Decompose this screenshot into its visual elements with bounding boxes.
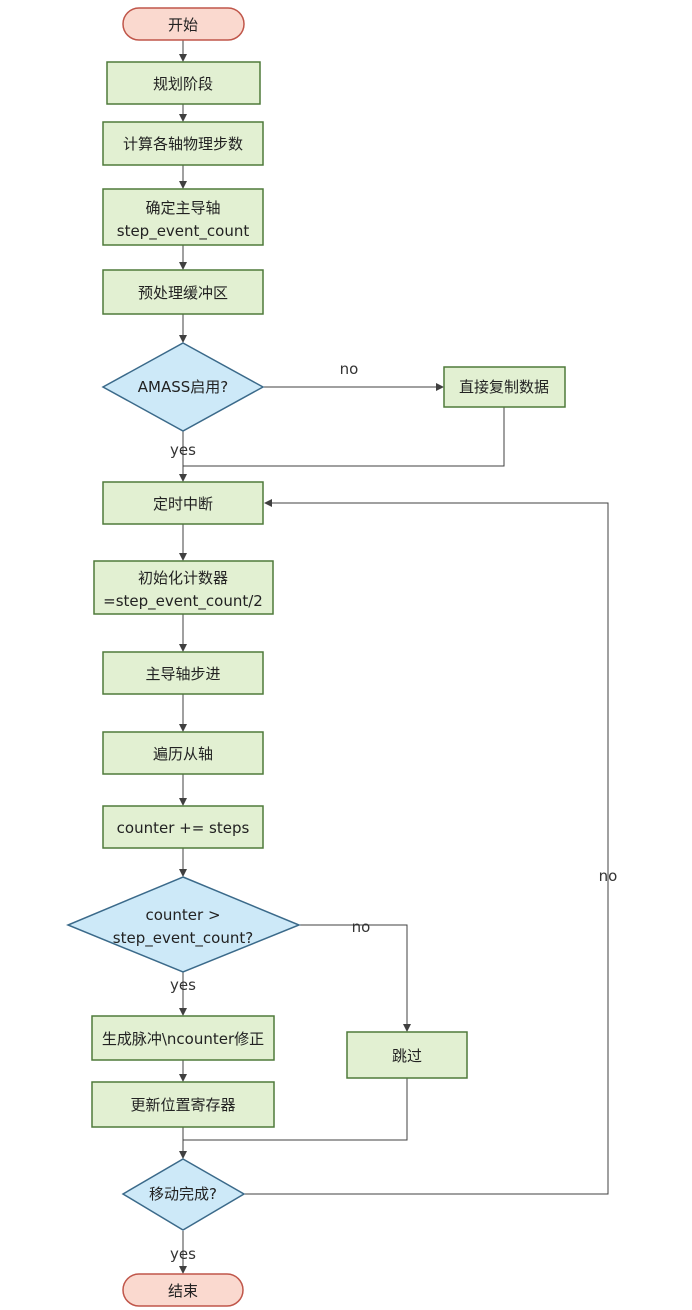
label-counter-yes: yes (170, 976, 196, 994)
node-counter-add-label: counter += steps (117, 819, 250, 837)
node-timer-isr: 定时中断 (102, 481, 264, 525)
node-amass-decision-label: AMASS启用? (138, 378, 228, 396)
node-preprocess: 预处理缓冲区 (102, 269, 264, 315)
label-amass-no: no (340, 360, 359, 378)
node-plan-label: 规划阶段 (153, 75, 213, 93)
node-end-label: 结束 (168, 1282, 198, 1300)
node-copy-direct: 直接复制数据 (443, 366, 566, 408)
label-done-yes: yes (170, 1245, 196, 1263)
edge-done-no-timer (244, 499, 609, 1195)
node-amass-decision: AMASS启用? (101, 342, 265, 432)
node-gen-pulse-label: 生成脉冲\ncounter修正 (102, 1030, 264, 1048)
node-calc-steps-label: 计算各轴物理步数 (123, 135, 243, 153)
node-plan: 规划阶段 (106, 61, 261, 105)
node-leader-axis-label-2: step_event_count (117, 222, 250, 241)
node-update-reg-label: 更新位置寄存器 (130, 1096, 235, 1114)
node-counter-decision: counter > step_event_count? (66, 876, 301, 973)
node-end: 结束 (122, 1273, 244, 1307)
label-done-no: no (599, 867, 618, 885)
edge-labels: no yes no yes no yes (170, 360, 617, 1263)
node-start-label: 开始 (168, 16, 198, 34)
node-leader-axis-label-1: 确定主导轴 (145, 199, 220, 217)
node-init-counter-label-1: 初始化计数器 (138, 569, 228, 587)
node-start: 开始 (122, 7, 245, 41)
node-iterate-slaves: 遍历从轴 (102, 731, 264, 775)
edges (179, 40, 609, 1274)
node-preprocess-label: 预处理缓冲区 (138, 284, 228, 302)
node-leader-axis: 确定主导轴 step_event_count (102, 188, 264, 246)
node-leader-step: 主导轴步进 (102, 651, 264, 695)
node-move-done: 移动完成? (121, 1158, 246, 1231)
node-counter-decision-label-2: step_event_count? (113, 929, 253, 948)
node-move-done-label: 移动完成? (149, 1185, 217, 1203)
node-init-counter-label-2: =step_event_count/2 (103, 592, 263, 611)
node-counter-decision-label-1: counter > (145, 906, 220, 924)
nodes: 开始 规划阶段 计算各轴物理步数 确定主导轴 step_event_count … (66, 7, 566, 1307)
node-skip-label: 跳过 (392, 1047, 422, 1065)
node-copy-direct-label: 直接复制数据 (459, 378, 549, 396)
node-gen-pulse: 生成脉冲\ncounter修正 (91, 1015, 275, 1061)
node-timer-isr-label: 定时中断 (153, 495, 213, 513)
label-counter-no: no (352, 918, 371, 936)
edge-skip-merge (183, 1078, 408, 1141)
node-counter-add: counter += steps (102, 805, 264, 849)
node-skip: 跳过 (346, 1031, 468, 1079)
edge-counter-no-skip (299, 924, 411, 1032)
node-init-counter: 初始化计数器 =step_event_count/2 (93, 560, 274, 615)
node-update-reg: 更新位置寄存器 (91, 1081, 275, 1128)
node-iterate-slaves-label: 遍历从轴 (153, 745, 213, 763)
node-leader-step-label: 主导轴步进 (145, 665, 220, 683)
edge-copy-merge (183, 407, 505, 467)
label-amass-yes: yes (170, 441, 196, 459)
node-calc-steps: 计算各轴物理步数 (102, 121, 264, 166)
